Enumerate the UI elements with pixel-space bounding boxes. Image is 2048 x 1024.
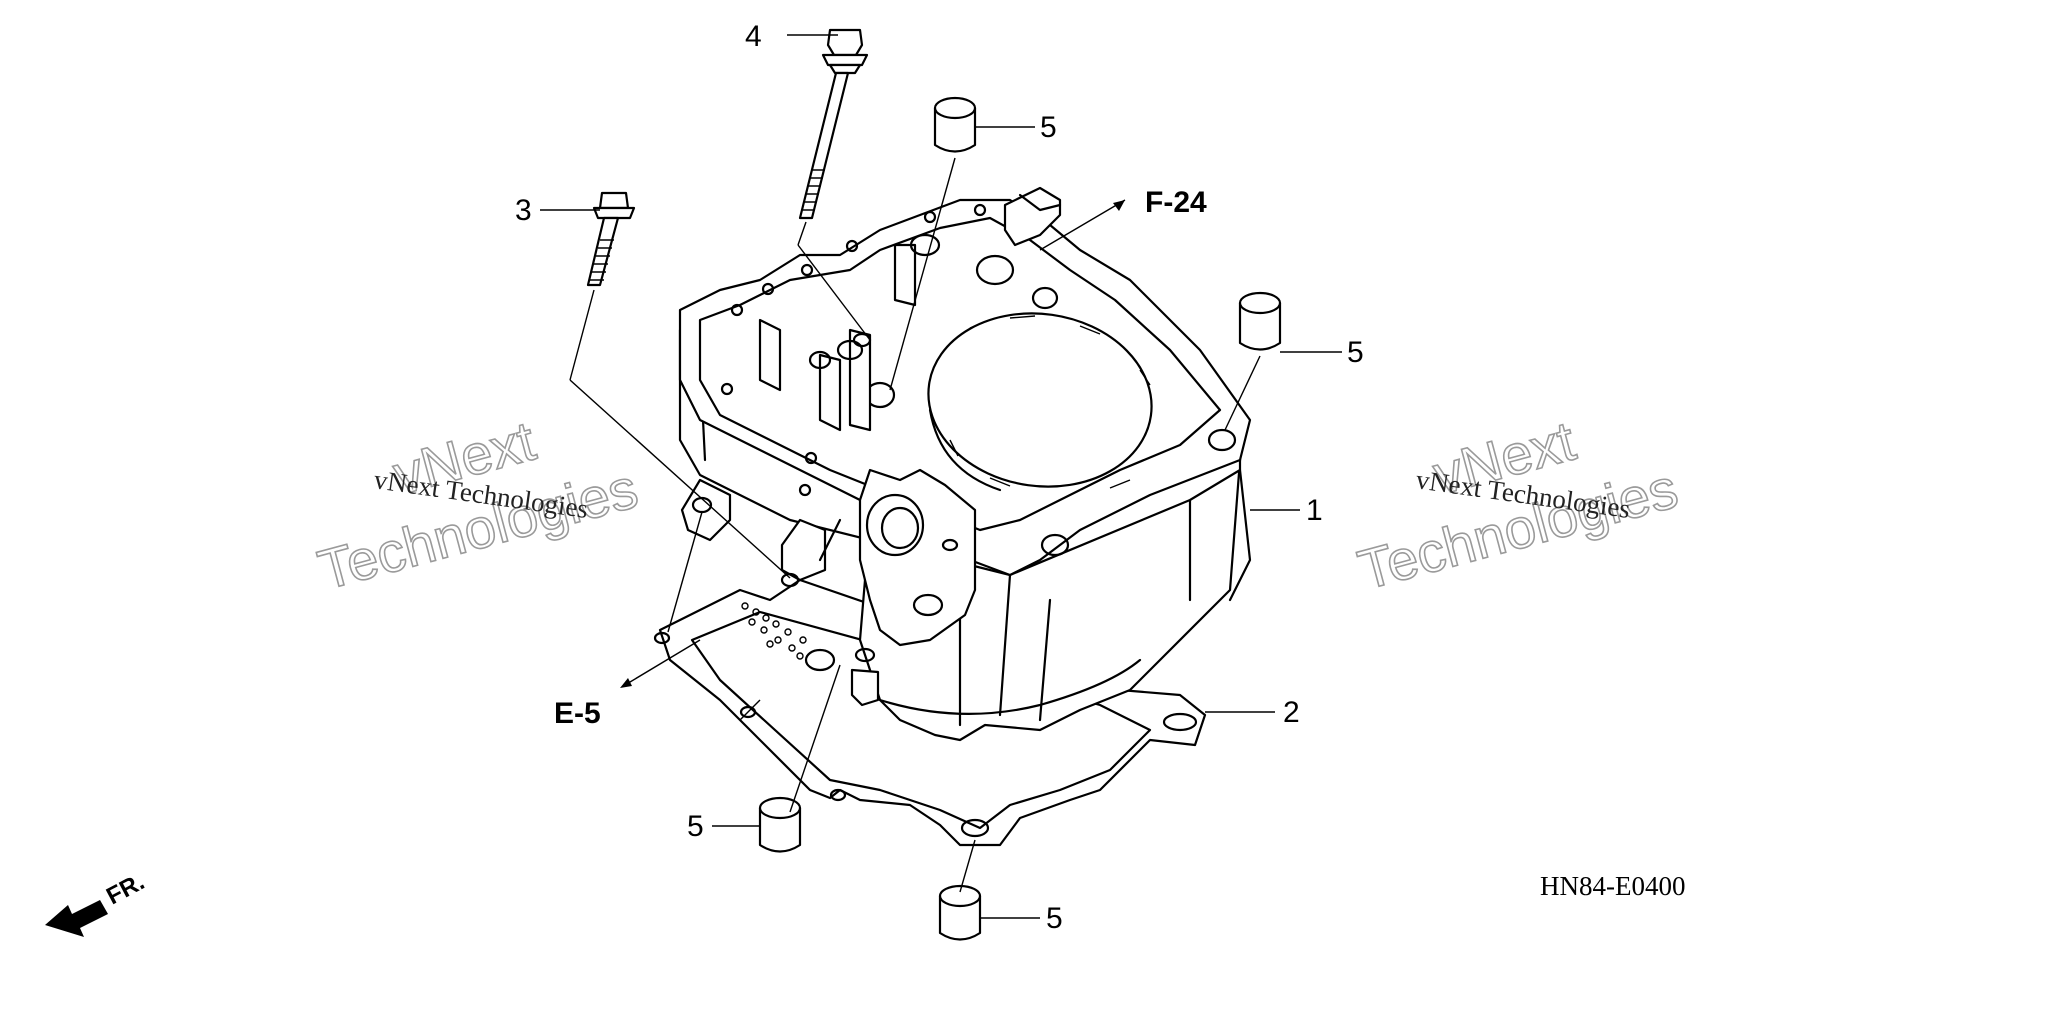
callout-part-2: 2 [1283, 696, 1300, 729]
callout-part-5-top: 5 [1040, 111, 1057, 144]
callout-part-1: 1 [1306, 494, 1323, 527]
dowel-pin-bottom [938, 884, 982, 941]
callout-part-5-right: 5 [1347, 336, 1364, 369]
stud-bolt [798, 28, 869, 220]
reference-e-5: E-5 [554, 697, 601, 730]
dowel-pin-bottom-left [758, 796, 802, 853]
callout-part-5-bottom: 5 [1046, 902, 1063, 935]
gasket-holes [741, 602, 807, 660]
callout-part-3: 3 [515, 194, 532, 227]
assembly-guide-lines [569, 157, 1261, 893]
dowel-pin-right [1238, 291, 1282, 351]
reference-f-24: F-24 [1145, 186, 1207, 219]
leader-lines [540, 34, 1342, 919]
callout-part-4: 4 [745, 20, 762, 53]
watermark-right: vNext Technologies vNext Technologies [1351, 408, 1685, 603]
front-direction-label: FR. [102, 868, 149, 910]
flange-bolt [586, 191, 636, 287]
callout-part-5-bottom-left: 5 [687, 810, 704, 843]
front-direction-arrow-icon [45, 900, 108, 937]
diagram-code: HN84-E0400 [1540, 871, 1685, 901]
dowel-pin-top [933, 96, 977, 153]
cylinder-body [678, 186, 1252, 742]
watermark-left: vNext Technologies vNext Technologies [311, 408, 645, 603]
